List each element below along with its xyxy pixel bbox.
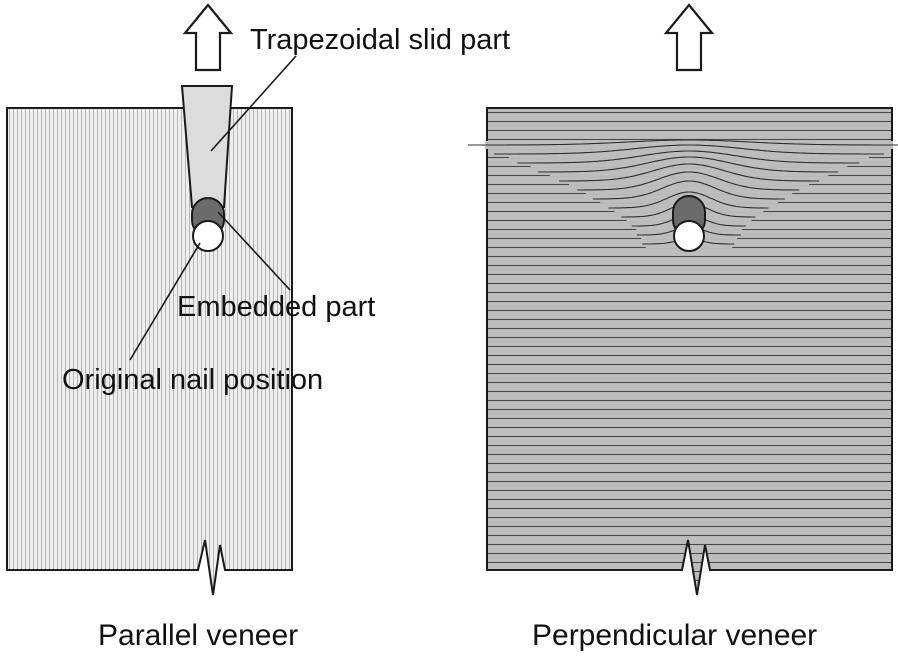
parallel-veneer-body [6,107,293,596]
label-trapezoidal-slid-part: Trapezoidal slid part [250,24,510,56]
distorted-grain-line [468,139,898,146]
perpendicular-veneer-panel [468,107,898,596]
grain-cover [530,159,848,167]
grain-cover [509,150,869,158]
pull-arrow-right-icon [663,3,715,72]
trapezoidal-slid-part [180,85,234,208]
leader-line-trapezoidal [210,55,297,152]
distorted-grain-line [559,163,819,182]
distorted-grain-line [577,171,800,191]
nail-hole-right [673,220,705,252]
grain-cover [585,186,793,194]
pull-arrow-left-icon [182,3,234,72]
distorted-grain-line [608,191,769,209]
distorted-grain-line [517,150,860,164]
caption-parallel-veneer: Parallel veneer [98,619,298,652]
embedded-nail-right [672,195,706,252]
distorted-grain-line [592,180,785,200]
caption-perpendicular-veneer: Perpendicular veneer [532,619,817,652]
distorted-grain-line [538,156,839,173]
perpendicular-veneer-body [486,107,893,596]
label-original-nail-position: Original nail position [62,364,323,396]
embedded-nail-left [191,197,225,252]
parallel-veneer-panel [6,85,293,596]
leader-line-original-nail [129,242,201,361]
leader-line-embedded [217,211,291,291]
distorted-grain-line [494,144,884,155]
label-embedded-part: Embedded part [177,291,375,323]
